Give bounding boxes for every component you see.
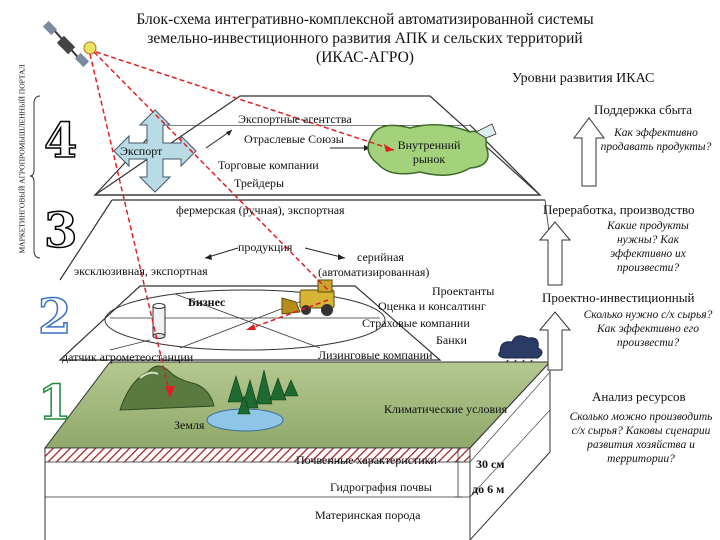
climate-label: Климатические условия [384, 402, 508, 416]
automated-label: (автоматизированная) [318, 265, 430, 279]
sensor-label: датчик агрометеостанции [62, 350, 194, 364]
satellite-icon [42, 20, 97, 68]
land-label: Земля [174, 418, 205, 432]
produce-question: Сколько нужно с/х сырья? Как эффективно … [583, 309, 713, 349]
resources-question: Сколько можно производить с/х сырья? Как… [569, 411, 713, 465]
farmer-products-label: фермерская (ручная), экспортная [176, 203, 345, 217]
title-line-3: (ИКАС-АГРО) [316, 49, 414, 66]
banks-label: Банки [436, 333, 467, 347]
harvester-icon [281, 279, 335, 316]
levels-heading: Уровни развития ИКАС [512, 71, 655, 86]
soil-label: Почвенные характеристики [296, 453, 437, 467]
sell-question: Как эффективно продавать продукты? [600, 127, 712, 153]
processing-label: Переработка, производство [543, 202, 695, 217]
depth-6-label: до 6 м [472, 482, 505, 496]
trading-companies-label: Торговые компании [218, 158, 319, 172]
level3-plane [60, 200, 555, 280]
business-ellipse [104, 289, 386, 351]
depth-30-label: 30 см [476, 457, 505, 471]
projects-label: Проектанты [432, 284, 495, 298]
up-arrow-3 [538, 221, 572, 286]
level-number-3: 3 [43, 203, 78, 259]
consulting-label: Оценка и консалтинг [378, 299, 486, 313]
level4-plane-top [160, 96, 470, 125]
domestic-market-blob [367, 124, 489, 176]
traders-label: Трейдеры [234, 176, 285, 190]
up-arrow-4 [573, 117, 605, 187]
export-agencies-label: Экспортные агентства [238, 112, 352, 126]
serial-label: серийная [357, 250, 404, 264]
products-label: продукция [238, 240, 293, 254]
satellite-links [89, 51, 395, 396]
level-number-4: 4 [43, 113, 78, 169]
bedrock-label: Материнская порода [315, 508, 421, 522]
domestic-market-label: Внутренний рынок [397, 138, 461, 166]
market-arrow-right [475, 123, 497, 139]
sales-support-label: Поддержка сбыта [594, 102, 693, 117]
insurance-label: Страховые компании [362, 316, 470, 330]
products-question: Какие продукты нужны? Как эффективно их … [607, 220, 689, 274]
resources-label: Анализ ресурсов [592, 389, 686, 404]
title-line-2: земельно-инвестиционного развития АПК и … [147, 30, 583, 47]
up-arrow-2 [538, 311, 572, 371]
title-line-1: Блок-схема интегративно-комплексной авто… [136, 11, 594, 28]
level-number-2: 2 [37, 289, 72, 345]
export-label: Экспорт [120, 144, 163, 158]
investment-label: Проектно-инвестиционный [542, 290, 695, 305]
business-label: Бизнес [188, 295, 226, 309]
level4-outline [93, 95, 542, 196]
weather-station-icon [109, 303, 166, 351]
forest-icon [227, 369, 299, 415]
exclusive-label: эксклюзивная, экспортная [74, 264, 208, 278]
unions-label: Отраслевые Союзы [244, 132, 344, 146]
page-title: Блок-схема интегративно-комплексной авто… [60, 10, 670, 67]
level-number-1: 1 [37, 375, 72, 431]
leasing-label: Лизинговые компании [318, 348, 433, 362]
export-cross-arrow [113, 109, 197, 193]
portal-label-box: МАРКЕТИНГОВЫЙ АГРОПРОМЫШЛЕННЫЙ ПОРТАЛ [14, 64, 28, 256]
portal-label: МАРКЕТИНГОВЫЙ АГРОПРОМЫШЛЕННЫЙ ПОРТАЛ [17, 64, 27, 254]
up-arrows [538, 117, 605, 371]
portal-bracket [29, 95, 41, 259]
hydro-label: Гидрография почвы [330, 480, 432, 494]
